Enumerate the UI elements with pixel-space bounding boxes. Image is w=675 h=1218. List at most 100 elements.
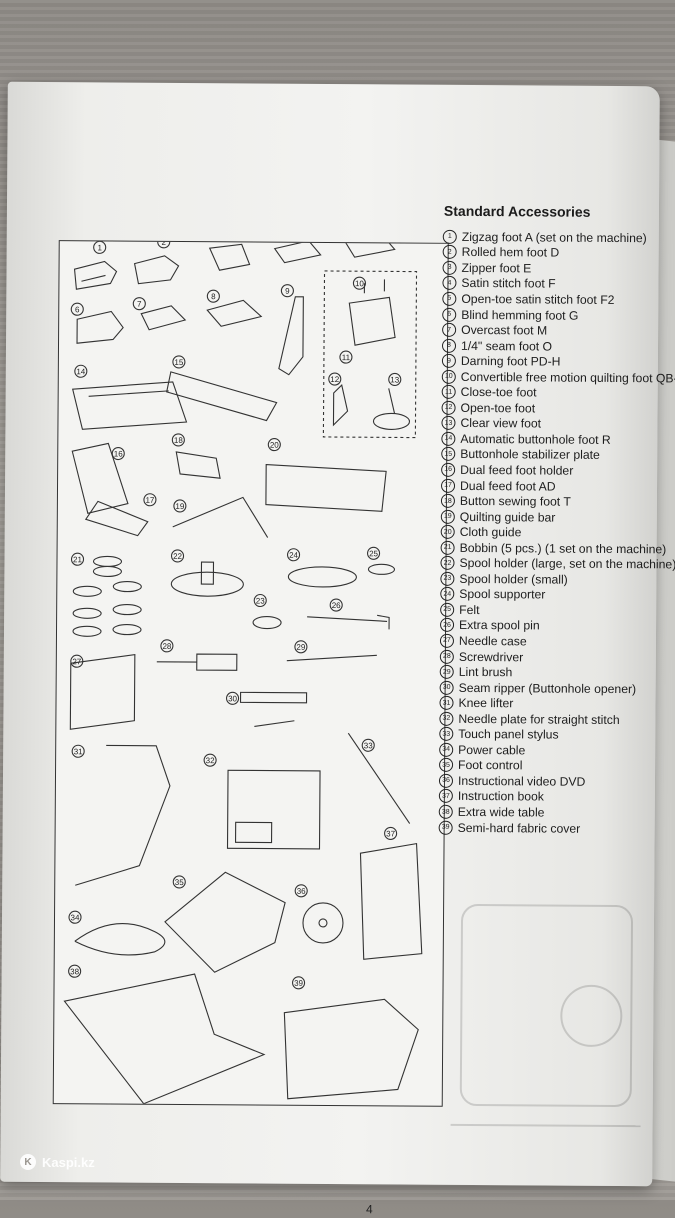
darning-foot-drawing — [278, 284, 304, 376]
svg-text:35: 35 — [175, 878, 185, 887]
item-name: Satin stitch foot F — [461, 276, 556, 291]
svg-text:12: 12 — [330, 375, 340, 384]
item-number: 38 — [438, 804, 453, 819]
svg-text:20: 20 — [270, 441, 280, 450]
extra-wide-table-drawing — [63, 964, 266, 1105]
seam-ripper-drawing — [225, 691, 308, 728]
item-number: 30 — [439, 680, 454, 695]
quilting-guide-bar-drawing — [172, 496, 269, 538]
accessory-item: 38 Extra wide table — [438, 804, 675, 821]
item-number: 23 — [440, 571, 455, 586]
item-name: Lint brush — [458, 664, 513, 680]
kaspi-logo-icon: K — [20, 1154, 36, 1170]
item-number: 12 — [441, 400, 456, 415]
item-number: 18 — [440, 493, 455, 508]
item-name: Dual feed foot AD — [459, 478, 556, 494]
item-number: 32 — [439, 711, 454, 726]
blind-hemming-foot-drawing — [70, 302, 124, 344]
item-number: 1 — [442, 229, 457, 244]
item-name: Close-toe foot — [460, 385, 537, 400]
svg-text:24: 24 — [289, 551, 299, 560]
accessory-item: 24 Spool supporter — [440, 586, 675, 603]
foot-control-drawing — [164, 871, 286, 973]
needle-plate-drawing — [203, 753, 321, 850]
open-toe-satin-foot-drawing — [343, 241, 396, 258]
svg-text:6: 6 — [75, 305, 80, 314]
svg-text:8: 8 — [211, 292, 216, 301]
svg-text:18: 18 — [174, 436, 184, 445]
item-name: Automatic buttonhole foot R — [460, 431, 611, 447]
item-number: 22 — [440, 556, 455, 571]
overcast-foot-drawing — [132, 297, 187, 331]
bobbins-drawing — [70, 552, 142, 637]
page-number: 4 — [365, 1202, 373, 1217]
item-number: 33 — [439, 727, 454, 742]
item-name: Open-toe foot — [460, 400, 536, 416]
svg-text:7: 7 — [137, 300, 142, 309]
svg-text:38: 38 — [70, 967, 80, 976]
item-number: 8 — [441, 338, 457, 353]
svg-text:27: 27 — [72, 657, 82, 666]
item-number: 29 — [439, 664, 454, 679]
svg-text:22: 22 — [173, 552, 183, 561]
item-name: Power cable — [458, 742, 526, 758]
svg-text:32: 32 — [206, 756, 216, 765]
item-name: Cloth guide — [459, 525, 522, 540]
item-name: Needle plate for straight stitch — [458, 711, 620, 727]
item-number: 10 — [441, 369, 456, 384]
stylus-drawing — [347, 732, 411, 824]
item-name: Extra wide table — [457, 804, 545, 820]
spool-holder-large-drawing — [170, 549, 244, 597]
item-name: Blind hemming foot G — [461, 307, 579, 323]
item-number: 24 — [440, 587, 455, 602]
watermark: K Kaspi.kz — [20, 1154, 95, 1170]
svg-text:37: 37 — [386, 829, 396, 838]
item-name: Dual feed foot holder — [460, 462, 574, 478]
item-name: Instructional video DVD — [457, 773, 586, 789]
buttonhole-foot-drawing — [72, 364, 188, 430]
svg-text:34: 34 — [71, 913, 81, 922]
lint-brush-drawing — [286, 640, 377, 662]
item-name: Spool supporter — [459, 587, 546, 602]
item-number: 2 — [442, 245, 457, 260]
item-number: 3 — [442, 260, 457, 275]
item-name: Convertible free motion quilting foot QB… — [460, 369, 675, 386]
section-title: Standard Accessories — [443, 202, 591, 220]
svg-text:30: 30 — [228, 694, 238, 703]
item-name: Knee lifter — [458, 696, 514, 711]
svg-text:13: 13 — [390, 375, 400, 384]
accessory-item: 32 Needle plate for straight stitch — [439, 711, 675, 728]
dvd-drawing — [294, 884, 344, 944]
knee-lifter-drawing — [71, 744, 171, 886]
item-name: Buttonhole stabilizer plate — [460, 447, 600, 463]
item-name: Open-toe satin stitch foot F2 — [461, 291, 615, 307]
item-number: 7 — [442, 322, 457, 337]
watermark-text: Kaspi.kz — [42, 1154, 95, 1170]
spool-supporter-drawing — [287, 548, 357, 588]
close-toe-foot-drawing — [339, 350, 353, 364]
item-name: Instruction book — [457, 789, 544, 804]
extra-spool-pin-drawing — [307, 598, 390, 630]
svg-text:28: 28 — [162, 642, 172, 651]
svg-text:19: 19 — [175, 502, 185, 511]
